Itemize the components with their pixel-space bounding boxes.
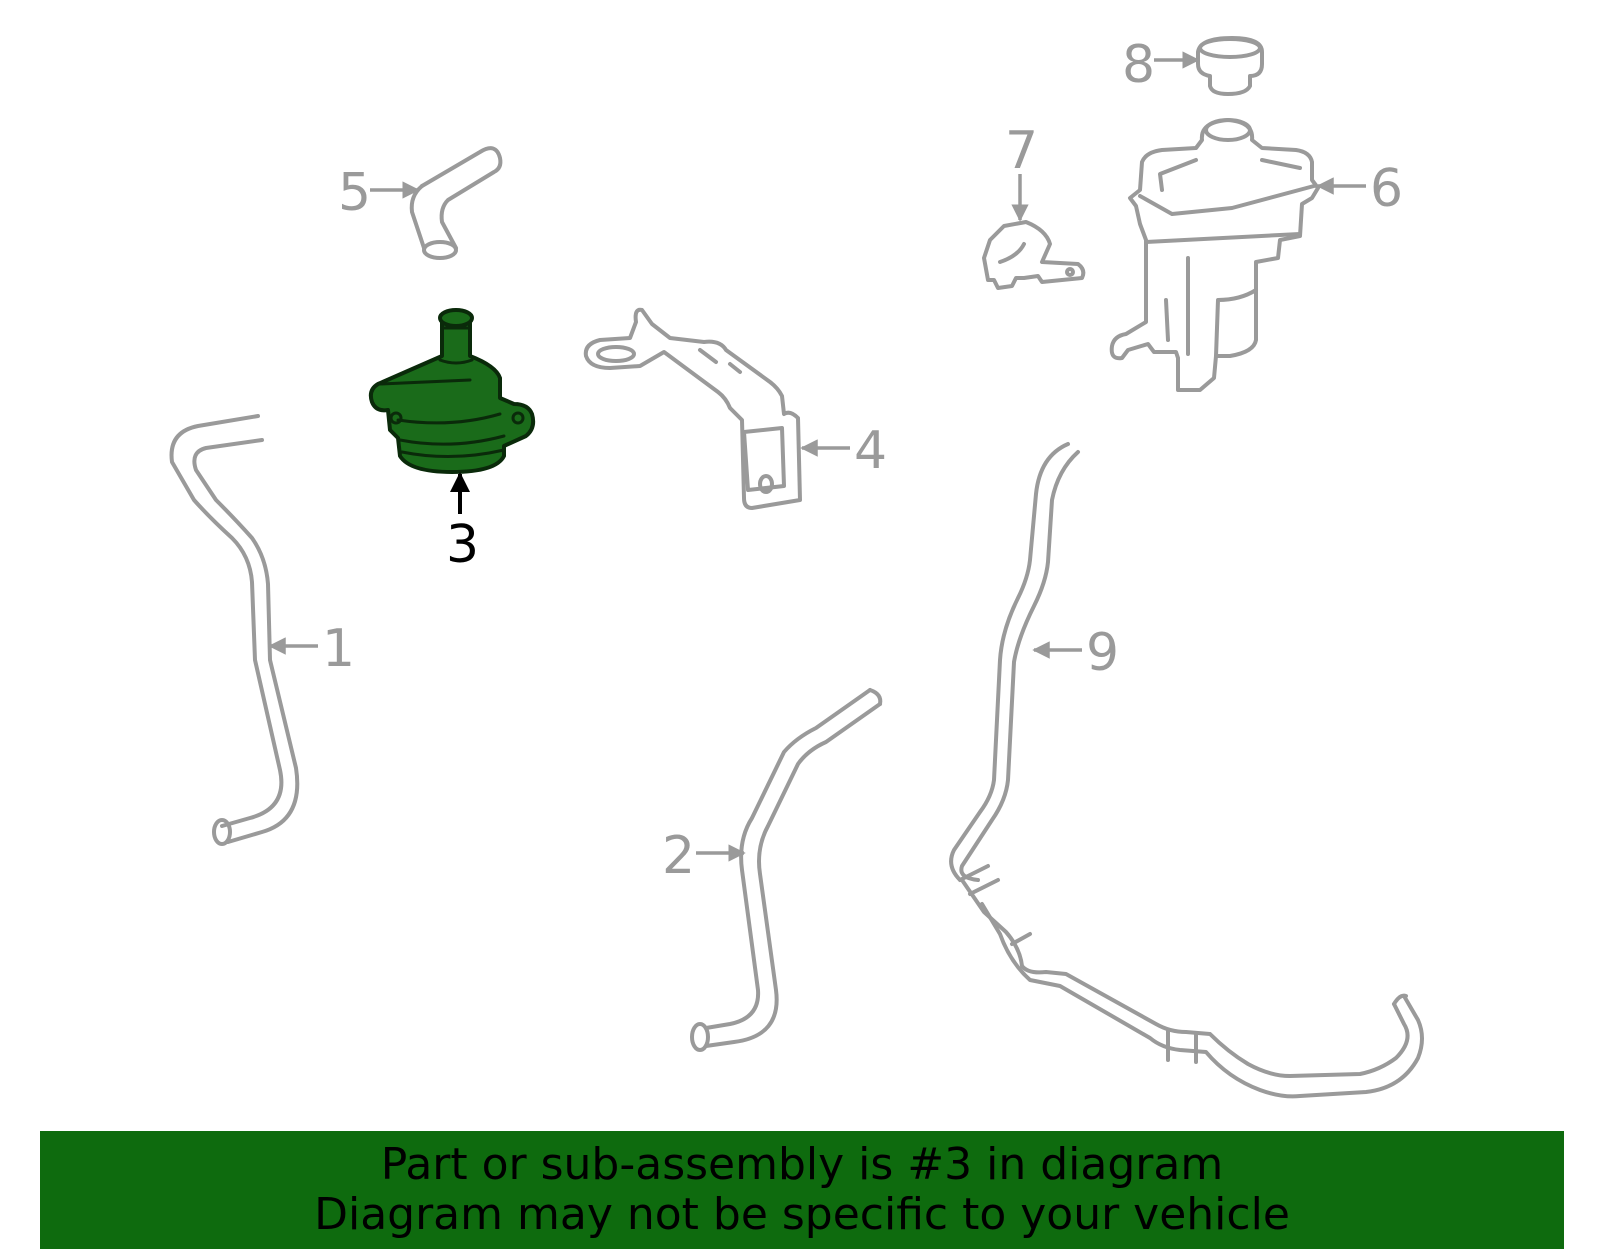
callout-8: 8: [1122, 35, 1200, 95]
part-4-bracket[interactable]: [583, 307, 802, 510]
callout-7: 7: [1005, 121, 1038, 222]
part-5-hose[interactable]: [409, 146, 503, 260]
part-9-hose[interactable]: [949, 442, 1424, 1099]
svg-text:9: 9: [1086, 623, 1119, 683]
callout-9: 9: [1032, 623, 1119, 683]
part-2-hose[interactable]: [690, 688, 883, 1052]
svg-text:6: 6: [1370, 159, 1403, 219]
banner-line-1: Part or sub-assembly is #3 in diagram: [380, 1139, 1224, 1190]
callout-1: 1: [268, 619, 355, 679]
info-banner: Part or sub-assembly is #3 in diagram Di…: [40, 1131, 1564, 1249]
svg-text:7: 7: [1005, 121, 1038, 181]
callout-6: 6: [1316, 159, 1403, 219]
part-7-sensor[interactable]: [982, 220, 1086, 290]
callout-4: 4: [800, 421, 887, 481]
callout-2: 2: [662, 826, 746, 886]
callout-3: 3: [446, 472, 479, 575]
svg-text:5: 5: [338, 163, 371, 223]
banner-line-2: Diagram may not be specific to your vehi…: [314, 1189, 1290, 1240]
svg-text:4: 4: [854, 421, 887, 481]
callout-5: 5: [338, 163, 420, 223]
svg-text:2: 2: [662, 826, 695, 886]
svg-text:8: 8: [1122, 35, 1155, 95]
svg-text:1: 1: [322, 619, 355, 679]
part-3-pump[interactable]: [368, 308, 536, 474]
svg-text:3: 3: [446, 515, 479, 575]
part-8-cap[interactable]: [1196, 36, 1264, 96]
part-6-reservoir[interactable]: [1109, 118, 1320, 392]
part-1-hose[interactable]: [169, 414, 300, 846]
